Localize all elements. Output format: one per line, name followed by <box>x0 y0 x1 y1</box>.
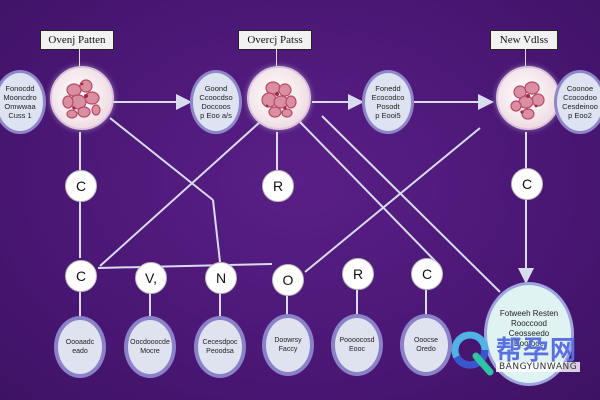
bottom-node-4-line: Doowrsy <box>274 337 302 344</box>
diag-5 <box>304 127 481 273</box>
letter-node-r-2: R <box>342 258 374 290</box>
label-right: New Vdlss <box>490 30 558 50</box>
horizontal-link <box>97 263 273 269</box>
big-node-line: Dootooe <box>513 339 545 348</box>
label-left-stem <box>79 49 80 66</box>
bottom-node-2: Oocdooocde Mocre <box>124 316 176 378</box>
side-node-2-line: p Eoo a/s <box>200 111 232 120</box>
diag-6 <box>321 115 501 293</box>
big-node-line: Fotweeh Resten <box>499 309 559 318</box>
bottom-node-1-line: Oooaadc <box>65 339 95 346</box>
watermark-english-text: BANGYUNWANG <box>496 362 581 372</box>
side-node-4-line: Cesdeinoo <box>562 102 598 111</box>
side-node-4-line: p Eoo2 <box>568 111 592 120</box>
bottom-node-3-line: Peoodsa <box>206 348 234 355</box>
bottom-node-6-line: Ooocse <box>413 337 439 344</box>
letter-node-c-1: C <box>65 170 97 202</box>
bottom-node-5-line: Eooc <box>349 346 365 353</box>
big-node-line: Rooccood <box>510 319 548 328</box>
side-node-4-line: Ccocodoo <box>563 93 597 102</box>
diag-4 <box>299 121 441 267</box>
letter-node-c-4: C <box>411 258 443 290</box>
cell-cluster-left <box>50 66 114 130</box>
bottom-node-5-line: Poooocosd <box>339 337 375 344</box>
bottom-node-3: Cecesdpoc Peoodsa <box>194 316 246 378</box>
side-node-3-line: p Eooi5 <box>375 111 401 120</box>
label-middle: Overcj Patss <box>238 30 312 50</box>
letter-node-o: O <box>272 264 304 296</box>
bottom-node-1-line: eado <box>72 348 88 355</box>
side-node-4: Coonoe Ccocodoo Cesdeinoo p Eoo2 <box>554 70 600 134</box>
diag-3 <box>99 121 261 267</box>
bottom-node-2-line: Oocdooocde <box>130 339 170 346</box>
bottom-node-3-line: Cecesdpoc <box>202 339 238 346</box>
letter-node-c-2: C <box>511 168 543 200</box>
bottom-node-6: Ooocse Oredo <box>400 314 452 376</box>
side-node-4-line: Coonoe <box>566 84 594 93</box>
watermark-logo-icon <box>451 331 494 376</box>
big-node-line: Ceosseedo <box>508 329 550 338</box>
side-node-3: Fonedd Ecocodco Posodt p Eooi5 <box>362 70 414 134</box>
bottom-node-1: Oooaadc eado <box>54 316 106 378</box>
side-node-1-line: Fonocdd <box>5 84 35 93</box>
watermark-chinese-text: 帮孕网 <box>496 336 578 366</box>
side-node-3-line: Posodt <box>376 102 400 111</box>
bottom-node-4-line: Faccy <box>278 346 298 353</box>
side-node-2-line: Ccoocdso <box>199 93 233 102</box>
side-node-1-line: Mooncdro <box>3 93 37 102</box>
side-node-1-line: Cuss 1 <box>8 111 32 120</box>
label-right-stem <box>525 49 526 66</box>
bottom-node-2-line: Mocre <box>140 348 160 355</box>
side-node-1-line: Omwwaa <box>4 102 36 111</box>
diag-2 <box>212 199 221 263</box>
letter-node-c-3: C <box>65 260 97 292</box>
bottom-node-6-line: Oredo <box>416 346 436 353</box>
side-node-2-line: Doccoos <box>201 102 231 111</box>
watermark: 帮孕网 BANGYUNWANG <box>450 328 600 380</box>
letter-node-r-1: R <box>262 170 294 202</box>
label-middle-stem <box>276 49 277 66</box>
cell-cluster-right <box>496 66 560 130</box>
side-node-2-line: Goond <box>204 84 228 93</box>
bottom-node-5: Poooocosd Eooc <box>331 314 383 376</box>
side-node-1: Fonocdd Mooncdro Omwwaa Cuss 1 <box>0 70 46 134</box>
diag-1 <box>109 117 214 201</box>
side-node-3-line: Ecocodco <box>371 93 405 102</box>
side-node-3-line: Fonedd <box>375 84 401 93</box>
letter-node-v: V, <box>135 262 167 294</box>
side-node-2: Goond Ccoocdso Doccoos p Eoo a/s <box>190 70 242 134</box>
label-left: Ovenj Patten <box>40 30 114 50</box>
cell-cluster-middle <box>247 66 311 130</box>
letter-node-n: N <box>205 262 237 294</box>
bottom-node-4: Doowrsy Faccy <box>262 314 314 376</box>
